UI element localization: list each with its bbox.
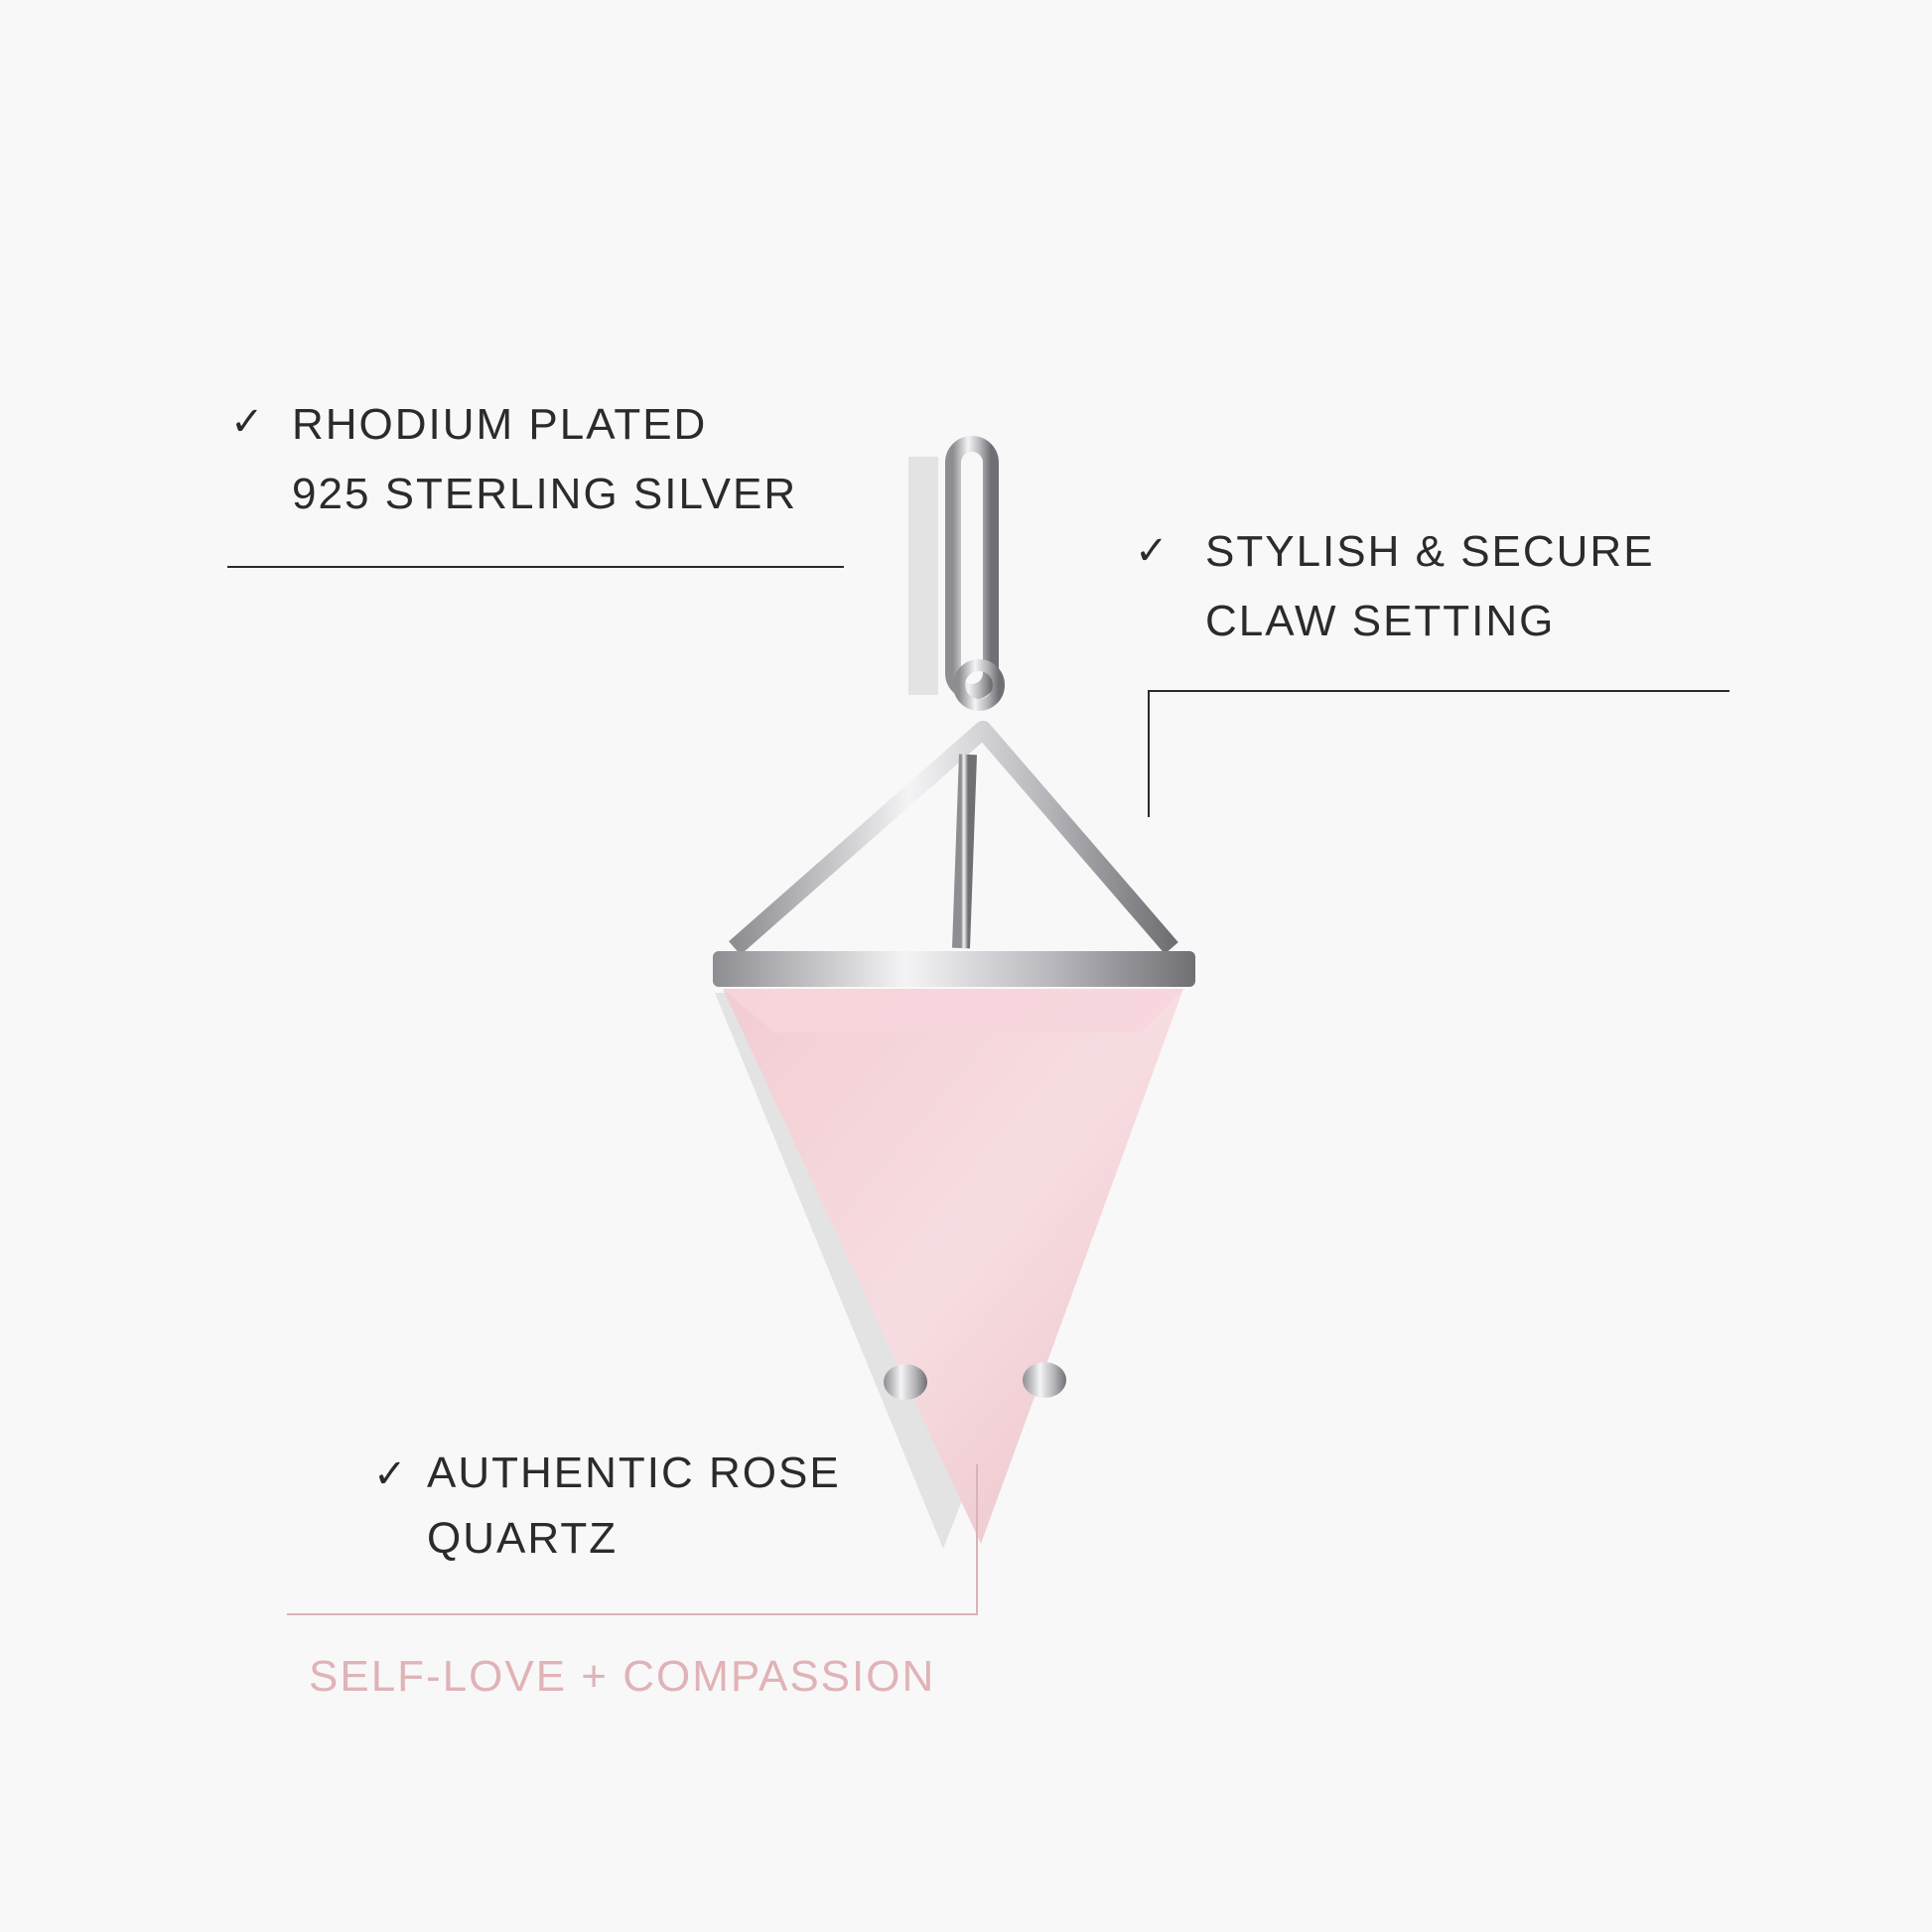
check-icon: ✓	[373, 1451, 407, 1497]
feature-line: STYLISH & SECURE	[1205, 527, 1655, 576]
jump-ring	[953, 659, 1005, 711]
feature-line: QUARTZ	[427, 1514, 619, 1563]
benefit-tagline: SELF-LOVE + COMPASSION	[309, 1652, 936, 1701]
callout-line	[287, 1613, 978, 1615]
divider-line	[227, 566, 844, 568]
callout-line	[1148, 690, 1150, 817]
callout-line	[1148, 690, 1729, 692]
check-icon: ✓	[1135, 528, 1169, 574]
rose-quartz-stone	[723, 989, 1183, 1544]
feature-rhodium-plated: RHODIUM PLATED 925 STERLING SILVER	[292, 390, 797, 529]
feature-line: AUTHENTIC ROSE	[427, 1449, 841, 1497]
feature-rose-quartz: AUTHENTIC ROSE QUARTZ	[427, 1441, 841, 1572]
feature-line: RHODIUM PLATED	[292, 400, 708, 449]
prong-right	[1023, 1362, 1066, 1398]
feature-line: 925 STERLING SILVER	[292, 470, 798, 518]
check-icon: ✓	[230, 399, 264, 445]
pyramid-cap	[729, 721, 1178, 955]
feature-line: CLAW SETTING	[1205, 597, 1556, 645]
bail	[945, 436, 999, 700]
cap-base-bar	[713, 951, 1195, 987]
prong-left	[884, 1364, 927, 1400]
feature-claw-setting: STYLISH & SECURE CLAW SETTING	[1205, 517, 1655, 656]
callout-line	[976, 1464, 978, 1615]
